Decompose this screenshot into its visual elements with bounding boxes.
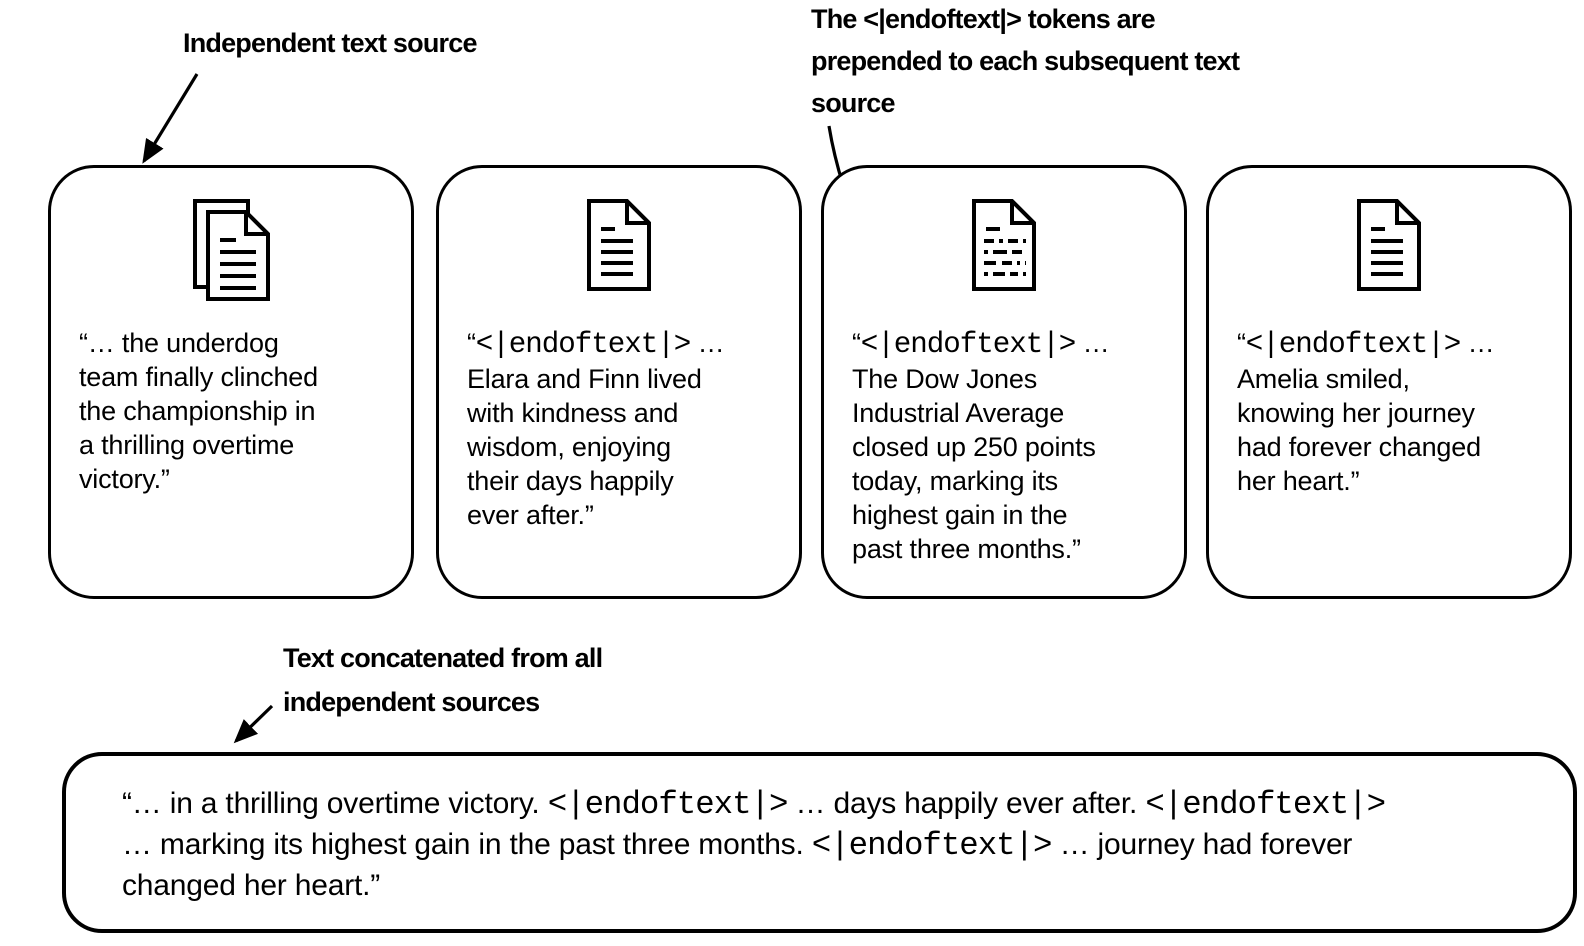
- annotation-independent-source: Independent text source: [183, 26, 477, 60]
- arrow-concatenated: [233, 704, 274, 744]
- document-icon: [587, 199, 651, 291]
- annotation-concatenated: Text concatenated from all independent s…: [283, 636, 603, 724]
- concatenated-text-box: “… in a thrilling overtime victory. <|en…: [62, 752, 1577, 933]
- annotation-line: Text concatenated from all: [283, 643, 603, 673]
- arrow-independent-source: [142, 73, 199, 164]
- source-text: “<|endoftext|> …Amelia smiled,knowing he…: [1237, 328, 1495, 496]
- document-icon: [1357, 199, 1421, 291]
- annotation-line: The <|endoftext|> tokens are: [811, 4, 1156, 34]
- concatenated-text: “… in a thrilling overtime victory. <|en…: [122, 786, 1386, 902]
- annotation-line: prepended to each subsequent text: [811, 46, 1240, 76]
- annotation-line: independent sources: [283, 687, 540, 717]
- document-stack-icon: [193, 199, 270, 301]
- annotation-line: source: [811, 88, 896, 118]
- annotation-line: Independent text source: [183, 28, 477, 58]
- document-dashed-icon: [972, 199, 1036, 291]
- text-source-card-4: “<|endoftext|> …Amelia smiled,knowing he…: [1206, 165, 1572, 599]
- annotation-endoftext-prepended: The <|endoftext|> tokens are prepended t…: [811, 0, 1240, 124]
